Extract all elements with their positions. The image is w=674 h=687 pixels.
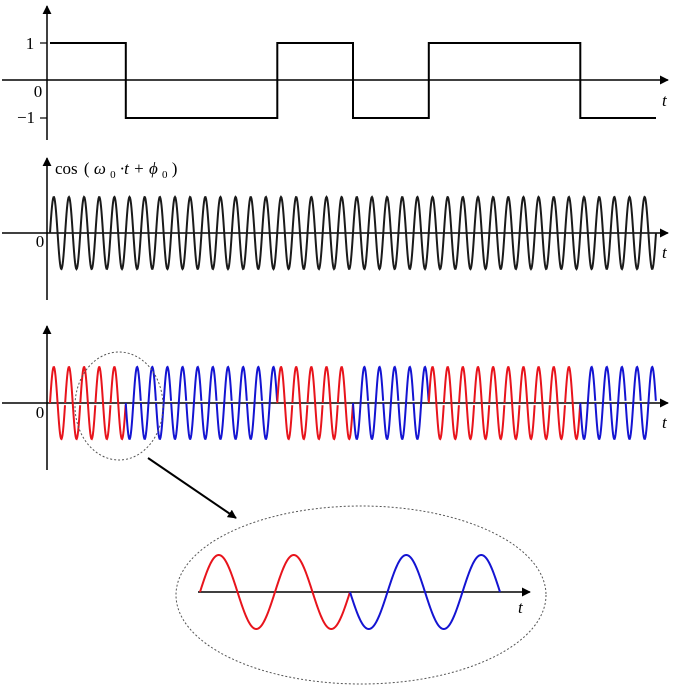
panel1-tick-zero-label: 0 <box>34 82 43 101</box>
modulated-segment-bit-0 <box>397 365 415 441</box>
modulated-segment-bit-1 <box>336 365 354 441</box>
modulated-segment-bit-0 <box>639 365 657 441</box>
magnify-circle <box>74 351 164 461</box>
carrier-formula: cos ( ω 0 ·t + ϕ 0 ) <box>55 159 177 182</box>
panel3-tick-zero-label: 0 <box>36 403 45 422</box>
panel-modulated: 0 t <box>2 325 669 470</box>
modulated-wave <box>49 365 657 441</box>
formula-dot-t: ·t <box>120 159 130 178</box>
panel-data-signal: 1 0 −1 t <box>2 5 669 140</box>
modulated-segment-bit-1 <box>488 365 506 441</box>
formula-close-paren: ) <box>172 159 178 178</box>
modulated-segment-bit-0 <box>382 365 400 441</box>
panel2-tick-zero-label: 0 <box>36 232 45 251</box>
modulated-segment-bit-1 <box>503 365 521 441</box>
carrier-wave <box>49 195 657 271</box>
panel1-t-label: t <box>662 91 668 110</box>
modulated-segment-bit-0 <box>352 365 369 441</box>
modulated-segment-bit-0 <box>624 365 642 441</box>
modulated-segment-bit-1 <box>473 365 491 441</box>
zoom-inset: t <box>175 505 547 685</box>
modulated-segment-bit-0 <box>230 365 248 441</box>
modulated-segment-bit-1 <box>64 365 82 441</box>
zoom-arrow <box>147 457 237 519</box>
modulated-segment-bit-0 <box>155 365 173 441</box>
modulated-segment-bit-1 <box>94 365 112 441</box>
panel1-tick-high-label: 1 <box>26 34 35 53</box>
modulated-segment-bit-1 <box>109 365 127 441</box>
zoom-t-label: t <box>518 598 524 617</box>
data-square-wave <box>50 42 656 119</box>
modulated-segment-bit-1 <box>442 365 460 441</box>
zoom-ellipse <box>175 505 547 685</box>
modulated-segment-bit-0 <box>261 365 279 441</box>
modulated-segment-bit-0 <box>245 365 263 441</box>
modulated-segment-bit-1 <box>533 365 551 441</box>
formula-phi: ϕ <box>149 159 158 178</box>
panel3-t-label: t <box>662 413 668 432</box>
modulated-segment-bit-0 <box>609 365 627 441</box>
formula-plus: + <box>134 159 144 178</box>
modulated-segment-bit-0 <box>124 365 142 441</box>
modulated-segment-bit-0 <box>170 365 188 441</box>
modulated-segment-bit-0 <box>594 365 612 441</box>
modulated-segment-bit-0 <box>185 365 203 441</box>
modulated-segment-bit-1 <box>79 365 97 441</box>
modulated-segment-bit-0 <box>579 365 597 441</box>
formula-cos: cos <box>55 159 78 178</box>
modulated-segment-bit-1 <box>458 365 476 441</box>
formula-omega-sub: 0 <box>110 169 116 181</box>
modulated-segment-bit-0 <box>412 365 430 441</box>
modulated-segment-bit-0 <box>200 365 218 441</box>
modulated-segment-bit-1 <box>49 365 66 441</box>
modulated-segment-bit-0 <box>367 365 385 441</box>
panel-carrier: 0 t cos ( ω 0 ·t + ϕ 0 ) <box>2 157 669 300</box>
modulated-segment-bit-1 <box>564 365 582 441</box>
modulated-segment-bit-1 <box>276 365 294 441</box>
modulated-segment-bit-1 <box>291 365 309 441</box>
zoom-wave-bit-0 <box>349 554 501 630</box>
formula-open-paren: ( <box>84 159 90 178</box>
modulated-segment-bit-1 <box>321 365 339 441</box>
modulated-segment-bit-1 <box>427 365 445 441</box>
modulated-segment-bit-0 <box>215 365 233 441</box>
modulated-segment-bit-1 <box>548 365 566 441</box>
panel2-t-label: t <box>662 243 668 262</box>
modulated-segment-bit-1 <box>306 365 324 441</box>
modulated-segment-bit-0 <box>139 365 157 441</box>
modulated-segment-bit-1 <box>518 365 536 441</box>
zoom-wave-bit-1 <box>199 554 351 630</box>
formula-omega: ω <box>94 159 106 178</box>
formula-phi-sub: 0 <box>162 169 168 181</box>
panel1-tick-low-label: −1 <box>17 108 35 127</box>
